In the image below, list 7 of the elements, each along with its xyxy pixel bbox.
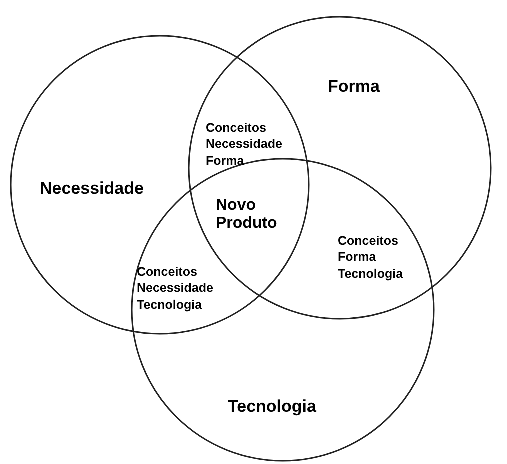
overlap-label: Conceitos Forma Tecnologia	[338, 233, 404, 282]
overlap-label: Conceitos Necessidade Tecnologia	[137, 264, 214, 313]
overlap-label: Conceitos Necessidade Forma	[206, 120, 282, 169]
set-label: Necessidade	[40, 180, 144, 199]
overlap-label: Novo Produto	[216, 197, 278, 234]
set-label: Forma	[328, 78, 380, 97]
set-label: Tecnologia	[228, 398, 316, 417]
